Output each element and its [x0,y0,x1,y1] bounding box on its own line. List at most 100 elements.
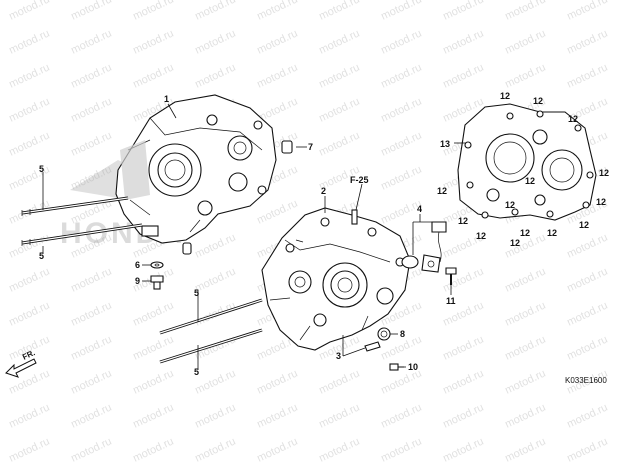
watermark-text: motod.ru [565,299,609,328]
watermark-text: motod.ru [379,435,423,464]
callout-5-middle-bottom: 5 [194,367,199,377]
watermark-text: motod.ru [379,0,423,23]
watermark-text: motod.ru [503,333,547,362]
watermark-text: motod.ru [565,0,609,23]
watermark-text: motod.ru [379,95,423,124]
watermark-text: motod.ru [503,61,547,90]
callout-10: 10 [408,362,418,372]
watermark-text: motod.ru [503,27,547,56]
watermark-text: motod.ru [503,367,547,396]
washer-6 [150,261,164,269]
watermark-text: motod.ru [565,435,609,464]
drain-bolt-9 [150,275,164,290]
watermark-text: motod.ru [565,231,609,260]
watermark-text: motod.ru [441,61,485,90]
stud-bolts-left-bottom [21,223,143,246]
watermark-text: motod.ru [7,129,51,158]
watermark-text: motod.ru [69,95,113,124]
watermark-text: motod.ru [193,367,237,396]
watermark-text: motod.ru [317,61,361,90]
watermark-text: motod.ru [193,61,237,90]
watermark-text: motod.ru [379,401,423,430]
stud-bolts-middle-lower [159,328,263,364]
callout-11: 11 [446,296,456,306]
callout-5-left-bottom: 5 [39,251,44,261]
watermark-text: motod.ru [193,231,237,260]
watermark-text: motod.ru [69,27,113,56]
watermark-text: motod.ru [441,0,485,23]
callout-12-h: 12 [520,228,530,238]
watermark-text: motod.ru [565,61,609,90]
watermark-text: motod.ru [441,367,485,396]
callout-12-a: 12 [500,91,510,101]
watermark-text: motod.ru [131,299,175,328]
callout-1: 1 [164,94,169,104]
watermark-text: motod.ru [255,197,299,226]
watermark-text: motod.ru [503,0,547,23]
watermark-text: motod.ru [317,435,361,464]
dowel-pin-7-bottom [182,242,192,255]
left-crankcase [115,94,277,244]
watermark-text: motod.ru [69,367,113,396]
callout-12-g: 12 [547,228,557,238]
watermark-text: motod.ru [255,61,299,90]
watermark-text: motod.ru [7,231,51,260]
diagram-code: K033E1600 [565,376,607,385]
watermark-text: motod.ru [379,129,423,158]
callout-2: 2 [321,186,326,196]
watermark-text: motod.ru [7,163,51,192]
stud-bolts-middle-upper [159,298,263,335]
watermark-text: motod.ru [565,27,609,56]
callout-12-n: 12 [505,200,515,210]
watermark-text: motod.ru [317,129,361,158]
watermark-text: motod.ru [69,61,113,90]
oil-seal-8 [377,327,391,341]
watermark-text: motod.ru [131,435,175,464]
watermark-text: motod.ru [131,61,175,90]
callout-12-e: 12 [596,197,606,207]
watermark-text: motod.ru [255,0,299,23]
watermark-text: motod.ru [7,435,51,464]
watermark-text: motod.ru [317,367,361,396]
right-crankcase [261,207,411,351]
watermark-text: motod.ru [441,333,485,362]
callout-5-left-top: 5 [39,164,44,174]
callout-9: 9 [135,276,140,286]
watermark-text: motod.ru [379,163,423,192]
watermark-text: motod.ru [255,401,299,430]
watermark-text: motod.ru [193,401,237,430]
watermark-text: motod.ru [69,333,113,362]
watermark-text: motod.ru [7,299,51,328]
watermark-text: motod.ru [317,401,361,430]
watermark-text: motod.ru [193,27,237,56]
crankcase-cover [457,103,597,221]
watermark-text: motod.ru [7,0,51,23]
callout-4: 4 [417,204,422,214]
watermark-text: motod.ru [441,435,485,464]
watermark-text: motod.ru [69,129,113,158]
callout-3: 3 [336,351,341,361]
callout-7: 7 [308,142,313,152]
watermark-text: motod.ru [379,27,423,56]
sensor-4 [401,221,447,273]
watermark-text: motod.ru [565,333,609,362]
watermark-text: motod.ru [503,265,547,294]
callout-12-c: 12 [568,114,578,124]
dowel-pin-7-top [281,140,293,154]
watermark-text: motod.ru [69,299,113,328]
bolt-11 [445,267,457,285]
watermark-text: motod.ru [131,27,175,56]
watermark-text: motod.ru [7,265,51,294]
callout-12-m: 12 [525,176,535,186]
stud-bolts-left-top [21,196,129,216]
watermark-text: motod.ru [131,401,175,430]
callout-12-j: 12 [476,231,486,241]
watermark-text: motod.ru [255,27,299,56]
watermark-text: motod.ru [69,401,113,430]
watermark-text: motod.ru [69,265,113,294]
callout-12-d: 12 [599,168,609,178]
watermark-text: motod.ru [317,0,361,23]
watermark-text: motod.ru [441,27,485,56]
watermark-text: motod.ru [255,367,299,396]
